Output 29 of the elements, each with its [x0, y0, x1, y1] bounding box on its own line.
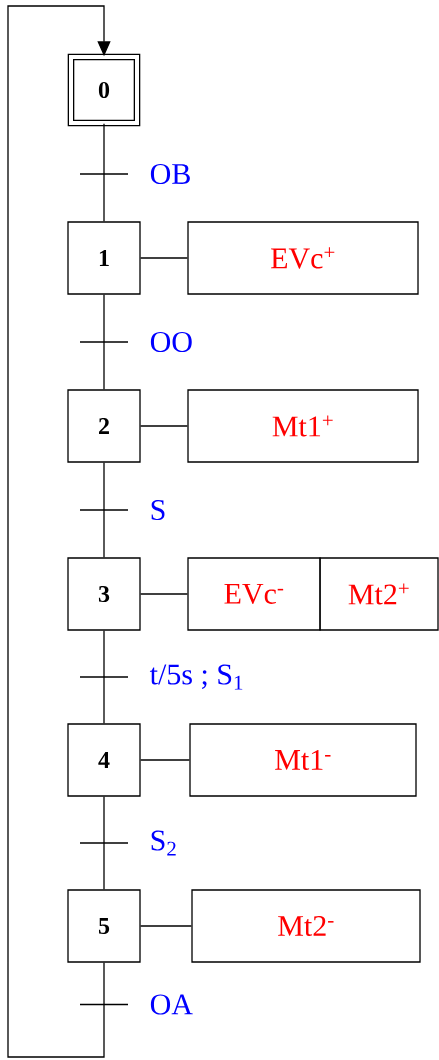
link-line: [103, 123, 105, 222]
link-line: [103, 796, 105, 890]
link-line: [140, 593, 188, 595]
link-line: [140, 925, 192, 927]
step-box: 5: [67, 889, 141, 963]
action-box: Mt2$^{-}$: [191, 889, 421, 963]
transition-label: S: [151, 499, 165, 521]
step-box: 4: [67, 723, 141, 797]
action-box: Mt2$^{+}$: [319, 557, 439, 631]
link-line: [140, 759, 190, 761]
step-box: 3: [67, 557, 141, 631]
initial-step-box: 0: [67, 53, 141, 127]
transition-label: OB: [150, 163, 190, 185]
step-box: 2: [67, 389, 141, 463]
link-line: [103, 462, 105, 558]
transition-label: OA: [150, 994, 193, 1015]
transition-label: t/5s ; S$_{1}$: [149, 664, 243, 690]
transition-label: OO: [150, 331, 192, 353]
link-line: [140, 425, 188, 427]
action-box: Mt1$^{-}$: [189, 723, 417, 797]
action-box: Mt1$^{+}$: [187, 389, 419, 463]
transition-label: S$_{2}$: [151, 830, 176, 856]
action-box: EVc$^{-}$: [187, 557, 321, 631]
link-line: [103, 630, 105, 724]
link-line: [103, 294, 105, 390]
link-line: [140, 257, 188, 259]
step-box: 1: [67, 221, 141, 295]
arrow: [7, 5, 111, 1058]
action-box: EVc$^{+}$: [187, 221, 419, 295]
